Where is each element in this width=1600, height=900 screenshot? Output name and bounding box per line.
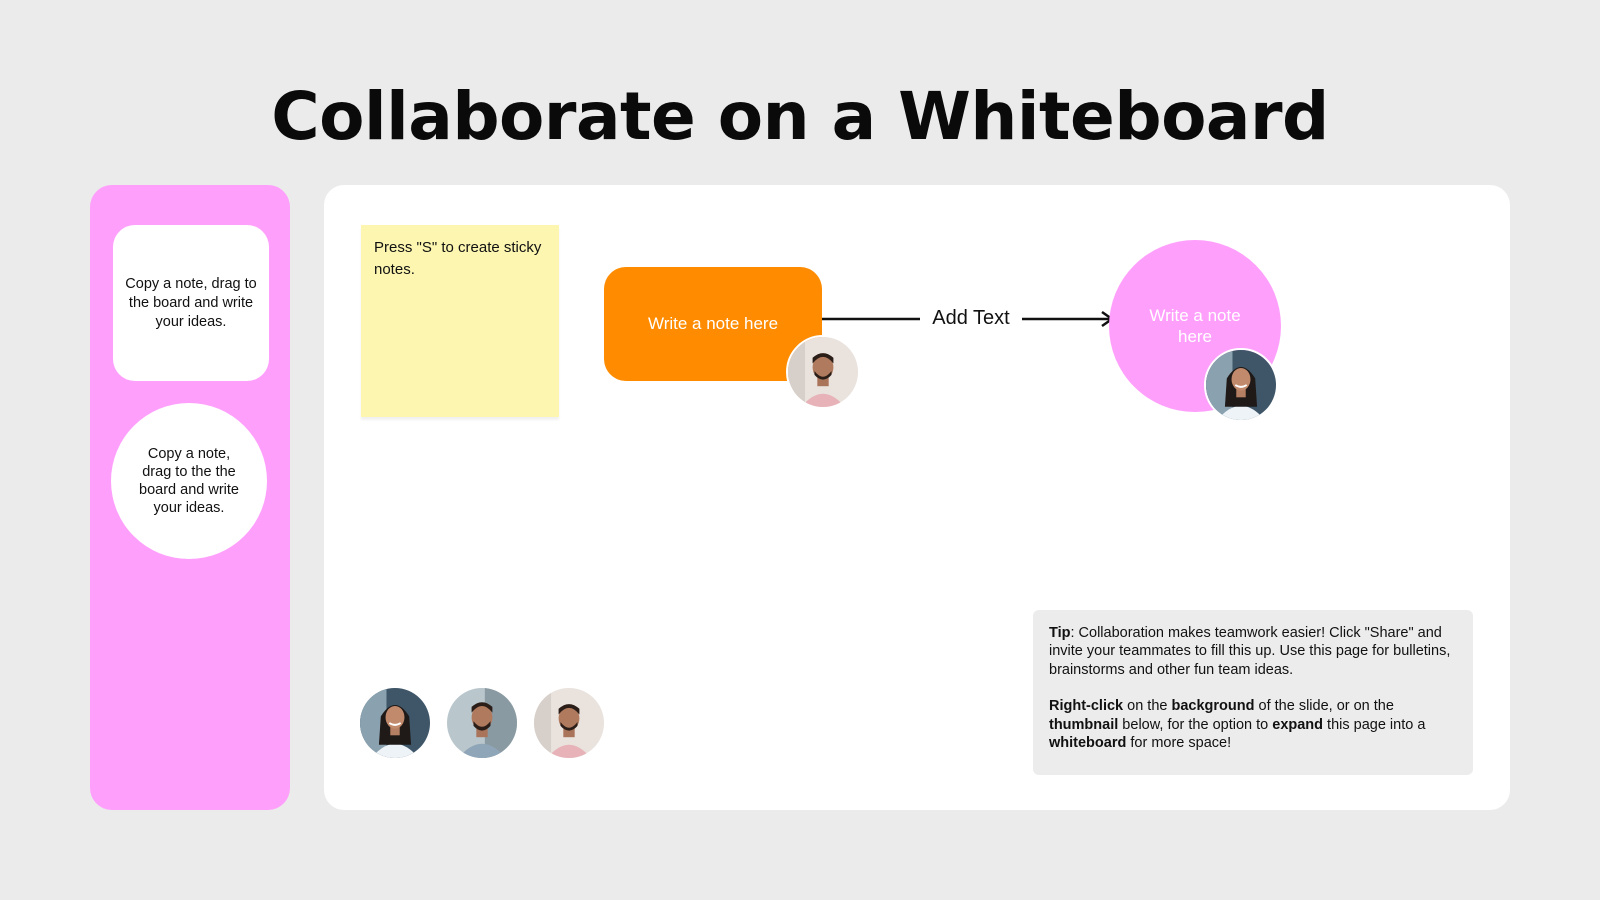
pink-circle-text: Write a note here [1149,306,1241,346]
page-title: Collaborate on a Whiteboard [271,78,1329,155]
man-avatar-icon [786,335,860,409]
template-card-text: Copy a note, drag to the board and write… [125,275,257,330]
man-avatar-icon [532,686,606,760]
orange-note-shape[interactable]: Write a note here [604,267,822,381]
woman-avatar-icon [1204,348,1278,422]
orange-note-text: Write a note here [647,314,779,333]
sticky-note-text: Press "S" to create sticky notes. [374,239,542,278]
woman-avatar-icon [358,686,432,760]
template-card-note[interactable]: Copy a note, drag to the board and write… [113,225,269,381]
whiteboard-canvas[interactable]: Press "S" to create sticky notes. Write … [324,185,1510,810]
sticky-note[interactable]: Press "S" to create sticky notes. [361,225,559,417]
man-avatar-icon [445,686,519,760]
tip-box: Tip: Collaboration makes teamwork easier… [1033,610,1473,775]
template-circle-note[interactable]: Copy a note, drag to the the board and w… [111,403,267,559]
tip-paragraph-1: Tip: Collaboration makes teamwork easier… [1049,625,1451,678]
template-circle-text: Copy a note, drag to the the board and w… [139,446,239,516]
note-palette-sidebar: Copy a note, drag to the board and write… [90,185,290,810]
tip-paragraph-2: Right-click on the background of the sli… [1049,698,1426,752]
connector-label[interactable]: Add Text [920,307,1022,330]
